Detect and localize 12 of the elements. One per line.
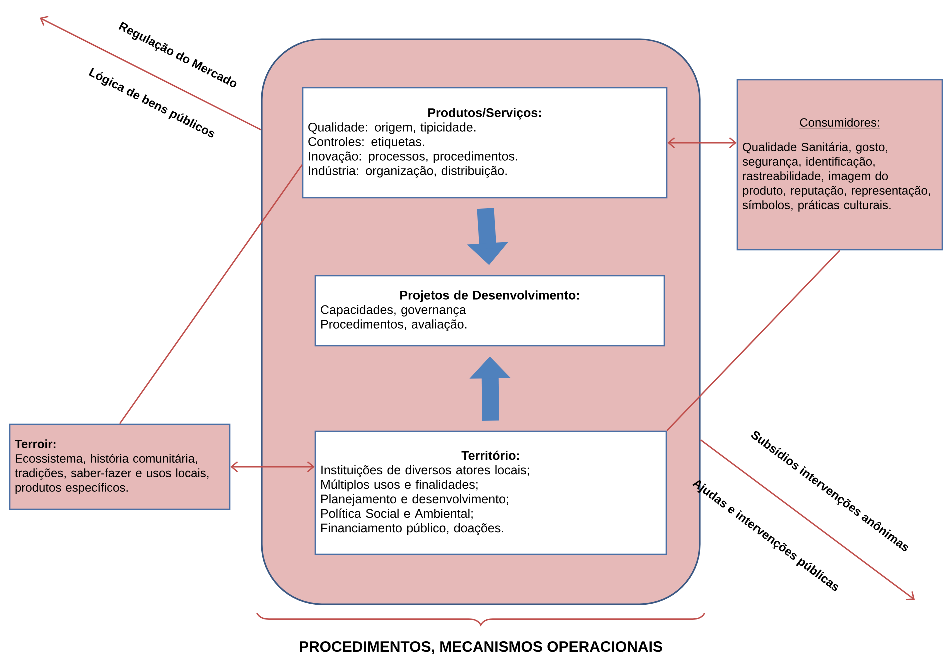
text-box: Consumidores: Qualidade Sanitária, gosto, segurança, identificação, rastreabilidade, imagem do produto, reputação, representação, símbolos, práticas culturais. [736, 79, 944, 251]
text-box: Projetos de Desenvolvimento: Capacidades, governança Procedimentos, avaliação. [314, 275, 666, 347]
text-box: Terroir: Ecossistema, história comunitária, tradições, saber-fazer e usos locais, produtos específicos. [9, 424, 231, 510]
caption-text: PROCEDIMENTOS, MECANISMOS OPERACIONAIS [300, 642, 662, 654]
text-box: Território: Instituições de diversos atores locais; Múltiplos usos e finalidades; Planejamento e desenvolvimento; Política Social e Ambiental; Financiamento público, doações. [314, 430, 668, 556]
text-box: Produtos/Serviços: Qualidade: origem, tipicidade. Controles: etiquetas. Inovação: processos, procedimentos. Indústria: organização, distribuição. [302, 87, 668, 199]
connector-line [119, 164, 303, 424]
arrow [40, 16, 262, 131]
connector-line [666, 250, 841, 432]
arrow [668, 137, 737, 149]
arrow [230, 461, 315, 473]
arrow [700, 439, 915, 600]
